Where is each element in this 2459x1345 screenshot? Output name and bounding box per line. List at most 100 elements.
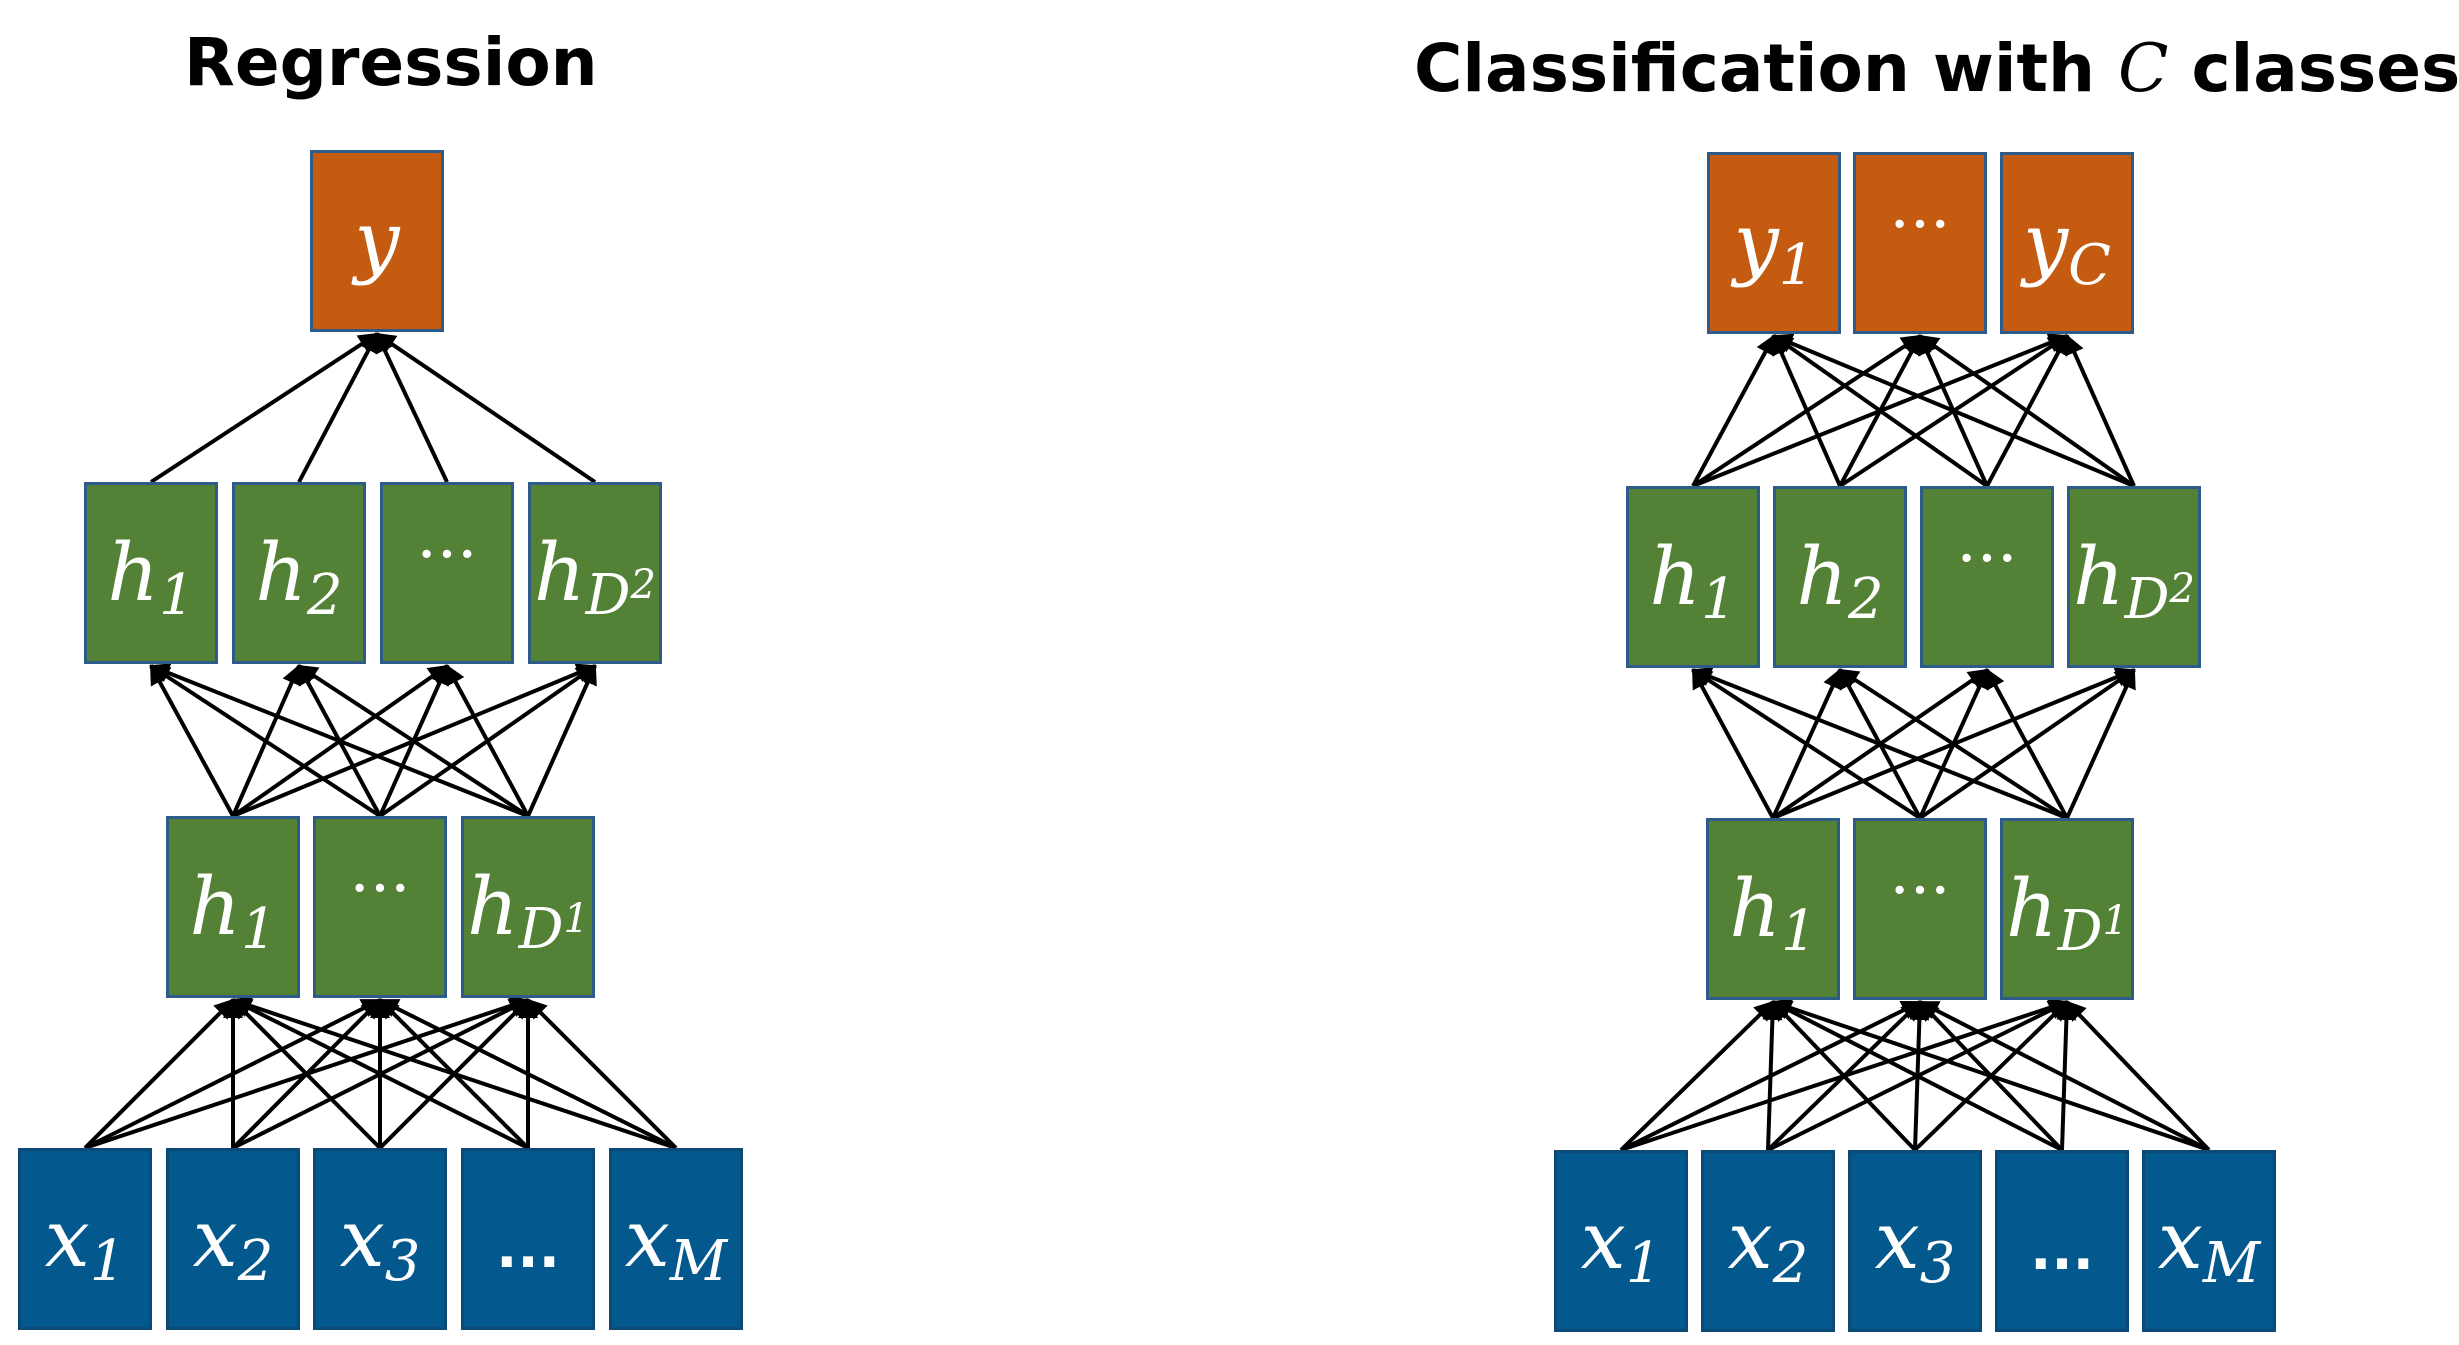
title-variable: C	[2117, 30, 2169, 107]
node-subscript: C	[2068, 232, 2112, 298]
node-subscript: 3	[384, 1228, 421, 1294]
node-subscript: M	[669, 1228, 728, 1294]
edge-hidden2-to-output	[1772, 333, 2135, 488]
node-symbol: x	[2157, 1194, 2203, 1287]
node-symbol: y	[354, 194, 400, 287]
edge-hidden2-to-output	[149, 332, 379, 484]
node-subscript: 3	[1919, 1230, 1956, 1296]
edge-input-to-hidden1	[231, 998, 529, 1150]
input-node: ...	[461, 1148, 595, 1330]
node-subscript: 2	[1772, 1230, 1809, 1296]
edge-input-to-hidden1	[1918, 1000, 2210, 1152]
edge-hidden1-to-hidden2	[526, 664, 597, 817]
node-symbol: x	[1874, 1194, 1920, 1287]
node-subscript: 1	[240, 896, 277, 962]
edge-hidden1-to-hidden2	[445, 664, 530, 817]
node-symbol: ···	[1956, 522, 2018, 596]
edge-input-to-hidden1	[1619, 1000, 1775, 1152]
edge-input-to-hidden1	[1762, 1000, 1783, 1151]
node-symbol: x	[1727, 1194, 1773, 1287]
node-symbol: ...	[2030, 1218, 2094, 1283]
node-subscript: 2	[306, 562, 343, 628]
node-symbol: x	[624, 1192, 670, 1285]
edge-hidden2-to-output	[1772, 334, 1989, 488]
edge-input-to-hidden1	[83, 998, 235, 1150]
edge-hidden1-to-hidden2	[1691, 668, 1775, 819]
node-symbol: h	[2006, 862, 2058, 955]
edge-hidden2-to-output	[1772, 334, 1842, 487]
edge-hidden2-to-output	[1918, 334, 2136, 488]
edge-hidden1-to-hidden2	[1985, 668, 2069, 819]
hidden2-node: ···	[1920, 486, 2054, 668]
hidden1-node: ···	[313, 816, 447, 998]
node-subscript: D	[585, 562, 631, 628]
input-node: ...	[1995, 1150, 2129, 1332]
node-symbol: ···	[349, 852, 411, 926]
edge-input-to-hidden1	[2065, 1000, 2211, 1152]
edge-input-to-hidden1	[1771, 998, 2210, 1152]
node-symbol: x	[192, 1192, 238, 1285]
node-symbol: h	[2073, 530, 2125, 623]
edge-input-to-hidden1	[1771, 1000, 1917, 1152]
node-subscript: D	[2057, 898, 2103, 964]
node-subscript: D	[2124, 566, 2170, 632]
edge-hidden1-to-hidden2	[297, 664, 530, 818]
node-subscript: M	[2202, 1230, 2261, 1296]
node-subscript: 1	[89, 1228, 126, 1294]
node-subscript: 2	[1847, 566, 1884, 632]
hidden2-node: ···	[380, 482, 514, 664]
node-symbol: x	[44, 1192, 90, 1285]
node-symbol: x	[1580, 1194, 1626, 1287]
edge-hidden1-to-hidden2	[149, 663, 529, 818]
node-symbol: h	[1729, 862, 1781, 955]
node-symbol: h	[107, 526, 159, 619]
edge-hidden1-to-hidden2	[1691, 668, 1922, 820]
output-node: ···	[1853, 152, 1987, 334]
node-subscript: 2	[237, 1228, 274, 1294]
edge-input-to-hidden1	[1771, 1000, 2063, 1152]
hidden1-node: ···	[1853, 818, 1987, 1000]
edge-hidden1-to-hidden2	[149, 664, 382, 818]
node-symbol: h	[1796, 530, 1848, 623]
node-symbol: ...	[496, 1216, 560, 1281]
node-symbol: h	[467, 860, 519, 953]
node-symbol: h	[189, 860, 241, 953]
node-symbol: y	[2022, 196, 2069, 289]
node-subscript: 1	[1780, 898, 1817, 964]
edge-input-to-hidden1	[526, 998, 678, 1150]
output-node: y	[310, 150, 444, 332]
edge-hidden1-to-hidden2	[1838, 668, 2069, 820]
edge-hidden2-to-output	[2065, 334, 2136, 487]
node-subscript: 1	[1625, 1230, 1662, 1296]
edge-hidden2-to-output	[297, 332, 379, 483]
node-symbol: h	[1649, 530, 1701, 623]
node-symbol: ···	[1889, 188, 1951, 262]
node-subscript: 1	[158, 562, 195, 628]
node-symbol: h	[534, 526, 586, 619]
edge-hidden2-to-output	[1691, 334, 1776, 487]
edge-hidden2-to-output	[375, 332, 597, 484]
edge-hidden1-to-hidden2	[2065, 668, 2136, 819]
node-sub-subscript: 1	[563, 896, 589, 942]
node-sub-subscript: 2	[2169, 566, 2195, 612]
